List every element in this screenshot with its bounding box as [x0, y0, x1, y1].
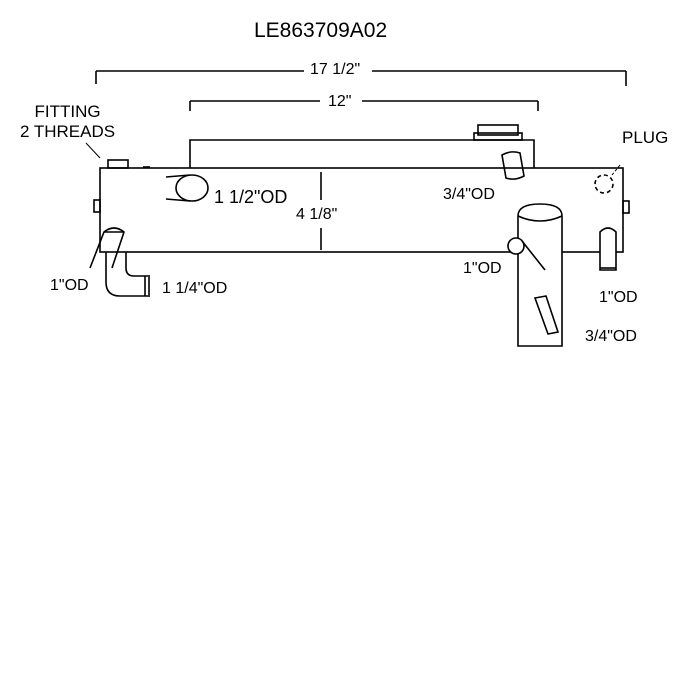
top-right-neck [501, 151, 525, 180]
height-label: 4 1/8" [296, 206, 338, 223]
plug-leader [611, 164, 621, 176]
right-outlet-stub [599, 227, 617, 271]
small-pipe-elbow [105, 252, 150, 297]
right-side-nub [622, 200, 630, 214]
fitting-threads-label: 2 THREADS [20, 121, 116, 141]
left-side-nub [93, 199, 101, 213]
right-od-label: 1"OD [599, 289, 638, 306]
bottom-right-od-label: 3/4"OD [585, 328, 637, 345]
plug-circle [594, 174, 614, 194]
overall-length-dimension-line [95, 70, 627, 86]
filler-cap [473, 124, 523, 141]
center-od-label: 1"OD [463, 260, 502, 277]
top-tank [189, 139, 535, 168]
overall-length-label: 17 1/2" [310, 61, 361, 78]
fitting-label: FITTING [34, 102, 101, 121]
inlet-od-label: 1 1/2"OD [214, 187, 288, 207]
part-number: LE863709A02 [254, 19, 388, 42]
fitting-leader [85, 142, 101, 159]
small-pipe-od-label: 1 1/4"OD [162, 280, 228, 297]
inlet-port [165, 174, 209, 202]
top-right-od-label: 3/4"OD [443, 186, 495, 203]
plug-label: PLUG [622, 128, 669, 147]
fitting-boss [107, 159, 150, 169]
lower-left-hose [89, 227, 125, 269]
top-length-label: 12" [328, 93, 352, 110]
bottom-left-od-label: 1"OD [50, 277, 89, 294]
center-outlet-pipe [507, 203, 563, 347]
fitting-callout: FITTING 2 THREADS [20, 102, 115, 141]
top-length-dimension-line [189, 100, 539, 111]
